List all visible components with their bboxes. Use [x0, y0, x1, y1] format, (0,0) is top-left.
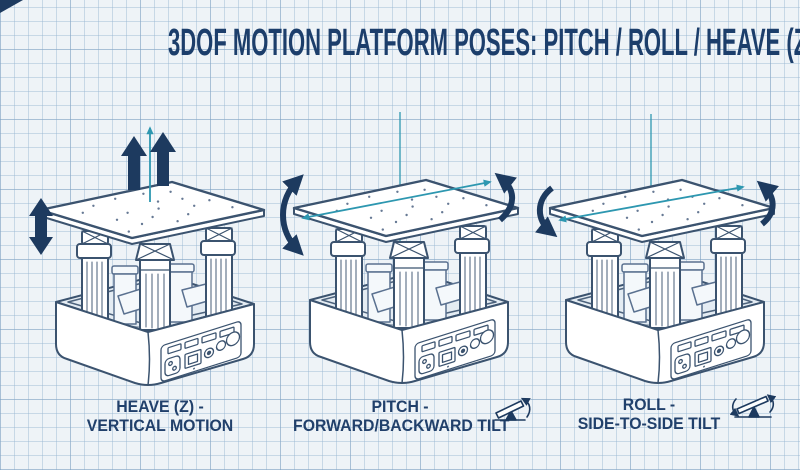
pitch-figure [276, 104, 534, 396]
motion-platform-illustration [535, 114, 779, 385]
pitch-axis-arrow-icon [301, 179, 492, 221]
rotation-arc-arrows-icon [280, 172, 517, 256]
motion-platform-illustration [29, 126, 266, 387]
pitch-label: PITCH - FORWARD/BACKWARD TILT [293, 397, 510, 435]
roll-label-line2: SIDE-TO-SIDE TILT [577, 414, 721, 433]
up-block-arrows-icon [121, 132, 176, 190]
heave-label-line1: HEAVE (Z) - [116, 397, 204, 416]
pitch-label-line2: FORWARD/BACKWARD TILT [293, 416, 510, 435]
roll-label: ROLL - SIDE-TO-SIDE TILT [551, 395, 746, 433]
motion-platform-illustration [280, 112, 520, 385]
pitch-tilt-icon [494, 397, 531, 421]
heave-figure [22, 106, 280, 398]
pitch-label-line1: PITCH - [371, 397, 429, 416]
roll-label-line1: ROLL - [622, 395, 676, 414]
diagram-title: 3DOF MOTION PLATFORM POSES: PITCH / ROLL… [168, 22, 800, 64]
rotation-arc-arrows-icon [535, 180, 779, 238]
roll-tilt-icon [730, 394, 776, 418]
heave-label-line2: VERTICAL MOTION [86, 416, 234, 435]
roll-figure [532, 104, 790, 396]
up-down-arrow-icon [29, 198, 53, 255]
roll-axis-arrow-icon [558, 184, 745, 223]
page-corner-mark [0, 0, 23, 13]
heave-label: HEAVE (Z) - VERTICAL MOTION [48, 397, 271, 435]
